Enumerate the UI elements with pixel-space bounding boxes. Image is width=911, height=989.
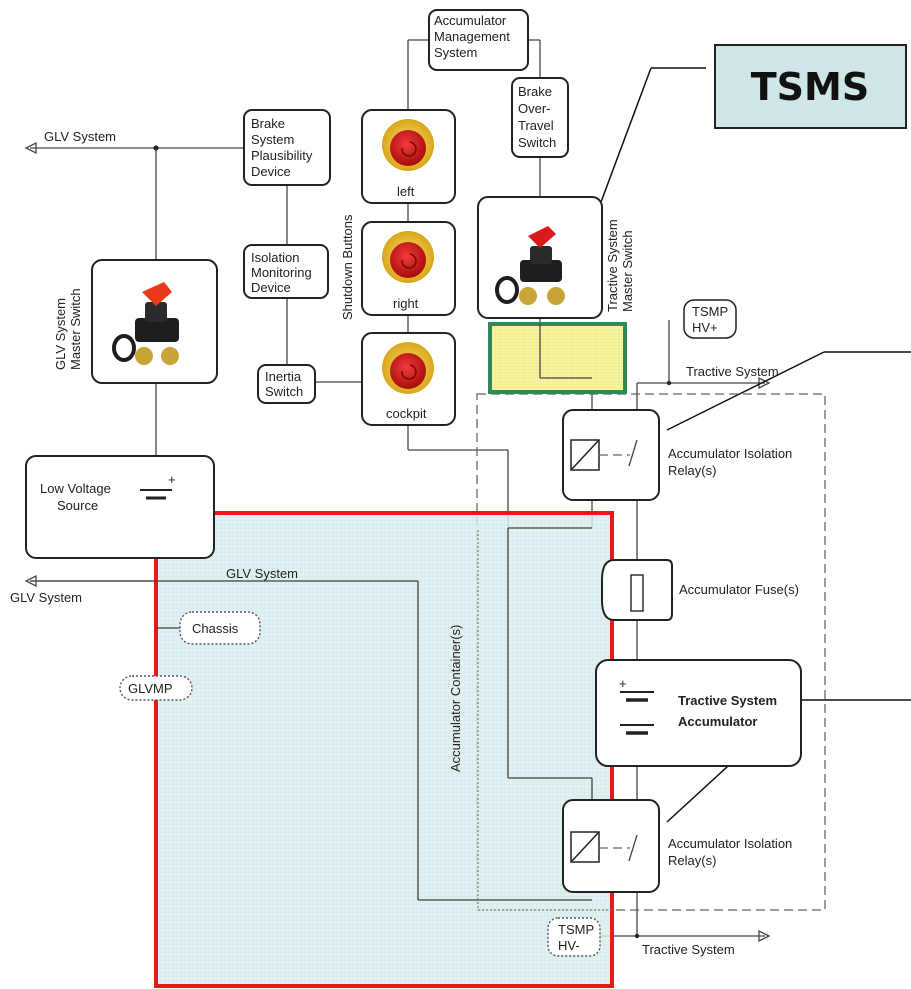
tsmp-hv-minus: TSMP HV-	[548, 918, 600, 956]
brake-system-plausibility-device: Brake System Plausibility Device	[244, 110, 330, 185]
low-voltage-source: Low Voltage Source +	[26, 456, 214, 558]
accumulator-container-label: Accumulator Container(s)	[448, 625, 463, 772]
air-top-label-line-2: Relay(s)	[668, 463, 716, 478]
accumulator-management-system: Accumulator Management System	[429, 10, 528, 70]
ams-label-line-1: Accumulator	[434, 13, 507, 28]
bspd-label-line-1: Brake	[251, 116, 285, 131]
accumulator-isolation-relay-bottom: Accumulator Isolation Relay(s)	[563, 800, 792, 892]
tsmp-hv-plus-line-2: HV+	[692, 320, 718, 335]
glvmp-terminal: GLVMP	[120, 676, 192, 700]
glv-system-top-label: GLV System	[44, 129, 116, 144]
air-bottom-label-line-2: Relay(s)	[668, 853, 716, 868]
tsms-vertical-label-2: Master Switch	[620, 230, 635, 312]
green-highlight-overlay	[490, 324, 625, 392]
chassis-label: Chassis	[192, 621, 239, 636]
bots-label-line-2: Over-	[518, 101, 551, 116]
btn-cockpit-label: cockpit	[386, 406, 427, 421]
btn-left-label: left	[397, 184, 415, 199]
shutdown-button-left: left	[362, 110, 455, 203]
ams-label-line-2: Management	[434, 29, 510, 44]
imd-label-line-1: Isolation	[251, 250, 299, 265]
emergency-stop-button-icon	[382, 342, 434, 394]
brake-overtravel-switch: Brake Over- Travel Switch	[512, 78, 568, 157]
imd-label-line-3: Device	[251, 280, 291, 295]
bspd-label-line-2: System	[251, 132, 294, 147]
isolation-monitoring-device: Isolation Monitoring Device	[244, 245, 328, 298]
accumulator-fuse-label: Accumulator Fuse(s)	[679, 582, 799, 597]
red-highlight-overlay	[156, 513, 612, 986]
tsa-label-line-1: Tractive System	[678, 693, 777, 708]
bspd-label-line-3: Plausibility	[251, 148, 313, 163]
bots-label-line-3: Travel	[518, 118, 554, 133]
inertia-label-line-2: Switch	[265, 384, 303, 399]
glv-system-left-label: GLV System	[10, 590, 82, 605]
accumulator-isolation-relay-top: Accumulator Isolation Relay(s)	[563, 410, 792, 500]
tractive-system-accumulator: + Tractive System Accumulator	[596, 660, 801, 766]
shutdown-buttons-label: Shutdown Buttons	[340, 214, 355, 320]
glv-master-vertical-label-1: GLV System	[53, 298, 68, 370]
emergency-stop-button-icon	[382, 231, 434, 283]
tsmp-hv-minus-line-1: TSMP	[558, 922, 594, 937]
bots-label-line-4: Switch	[518, 135, 556, 150]
tsa-plus-sign: +	[619, 676, 627, 691]
tsms-callout-label: TSMS	[751, 65, 869, 109]
glv-system-master-switch	[92, 260, 217, 383]
tsms-callout: TSMS	[715, 45, 906, 128]
tsms-vertical-label-1: Tractive System	[605, 219, 620, 312]
inertia-switch: Inertia Switch	[258, 365, 315, 403]
lvs-plus-sign: +	[168, 472, 176, 487]
glvmp-label: GLVMP	[128, 681, 173, 696]
imd-label-line-2: Monitoring	[251, 265, 312, 280]
accumulator-fuse: Accumulator Fuse(s)	[602, 560, 799, 620]
chassis-terminal: Chassis	[180, 612, 260, 644]
lvs-label-line-2: Source	[57, 498, 98, 513]
tractive-system-top-label: Tractive System	[686, 364, 779, 379]
ams-label-line-3: System	[434, 45, 477, 60]
btn-right-label: right	[393, 296, 419, 311]
glv-master-vertical-label-2: Master Switch	[68, 288, 83, 370]
glv-system-mid-label: GLV System	[226, 566, 298, 581]
tsa-label-line-2: Accumulator	[678, 714, 757, 729]
inertia-label-line-1: Inertia	[265, 369, 302, 384]
emergency-stop-button-icon	[382, 119, 434, 171]
tsmp-hv-plus-line-1: TSMP	[692, 304, 728, 319]
tsmp-hv-minus-line-2: HV-	[558, 938, 580, 953]
tractive-system-bottom-label: Tractive System	[642, 942, 735, 957]
tsmp-hv-plus: TSMP HV+	[684, 300, 736, 338]
bots-label-line-1: Brake	[518, 84, 552, 99]
air-top-label-line-1: Accumulator Isolation	[668, 446, 792, 461]
shutdown-button-right: right	[362, 222, 455, 315]
bspd-label-line-4: Device	[251, 164, 291, 179]
shutdown-button-cockpit: cockpit	[362, 333, 455, 425]
tractive-system-master-switch: Tractive System Master Switch	[478, 197, 635, 318]
lvs-label-line-1: Low Voltage	[40, 481, 111, 496]
air-bottom-label-line-1: Accumulator Isolation	[668, 836, 792, 851]
